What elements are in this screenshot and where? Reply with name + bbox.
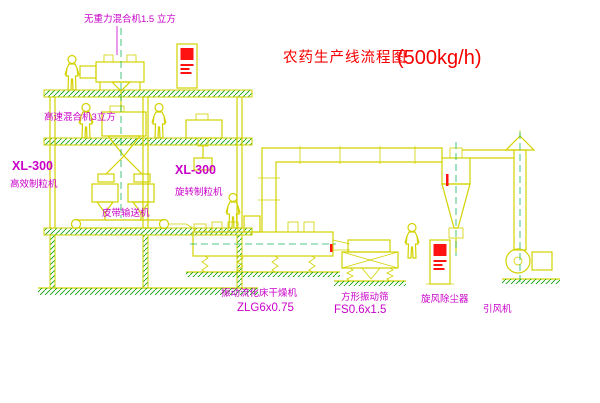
diagram-title: 农药生产线流程图: [283, 49, 407, 66]
label-dryer-name: 振动流化床干燥机: [221, 287, 298, 299]
rotary-granulator: [185, 113, 223, 171]
gravity-mixer: [79, 26, 145, 112]
label-granulator-right-name: 旋转制粒机: [175, 186, 223, 198]
label-high-speed-mixer: 高速混合机3立方: [44, 111, 116, 123]
label-belt-conveyor: 皮带输送机: [102, 207, 150, 219]
worker-figure: [151, 102, 167, 139]
worker-figure: [64, 54, 80, 91]
high-speed-mixer: [97, 105, 151, 183]
centerlines: [120, 28, 521, 285]
fluid-bed-dryer: [186, 215, 340, 277]
exhaust-duct: [258, 146, 443, 232]
steel-structure: [38, 89, 258, 295]
square-sieve: [330, 239, 406, 286]
label-dust-collector: 旋风除尘器: [421, 293, 469, 305]
diagram-title-capacity: (500kg/h): [397, 47, 482, 69]
label-granulator-left-model: XL-300: [12, 159, 53, 173]
granulator-right-unit: [127, 183, 155, 220]
label-gravity-mixer: 无重力混合机1.5 立方: [84, 13, 176, 25]
label-granulator-left-name: 高效制粒机: [10, 178, 58, 190]
belt-conveyor: [70, 218, 197, 231]
label-sieve-model: FS0.6x1.5: [334, 304, 386, 316]
label-sieve-name: 方形振动筛: [341, 291, 389, 303]
dust-collector-cabinet: [426, 239, 454, 285]
control-cabinet-1: [176, 43, 198, 89]
granulator-left-unit: [91, 183, 119, 220]
worker-figure: [404, 222, 420, 259]
label-granulator-right-model: XL-300: [175, 163, 216, 177]
label-dryer-model: ZLG6x0.75: [237, 302, 294, 314]
cyclone-separator: [441, 147, 514, 252]
induced-fan-unit: [502, 248, 560, 284]
label-induced-fan: 引风机: [483, 303, 512, 315]
